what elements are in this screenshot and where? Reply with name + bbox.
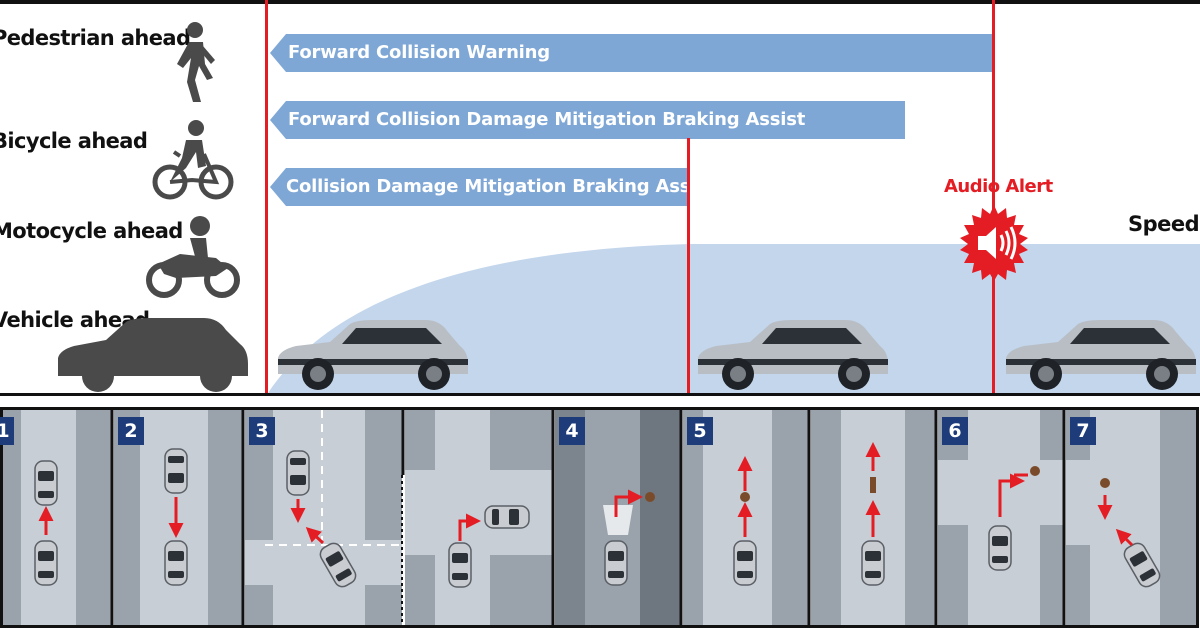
pedestrian-icon: [177, 22, 215, 102]
marker-line-alert: [992, 0, 995, 395]
motorcycle-icon: [146, 216, 240, 298]
arrow-forward-collision-warning: Forward Collision Warning: [270, 34, 993, 72]
timing-diagram: Pedestrian ahead Bicycle ahead Motocycle…: [0, 0, 1200, 396]
arrow-tip: [270, 101, 286, 139]
scenario-number-1: 1: [0, 417, 14, 445]
speed-label: Speed: [1128, 212, 1200, 236]
scenario-panels: [0, 407, 1199, 628]
row-label-motorcycle: Motocycle ahead: [0, 219, 183, 243]
speed-area-chart: [268, 244, 1200, 393]
scenario-number-2: 2: [118, 417, 144, 445]
scenario-panel-2: [114, 410, 242, 625]
arrow-label: Collision Damage Mitigation Braking Assi…: [286, 176, 716, 197]
car-image-1: [278, 320, 468, 390]
scenario-number-3: 3: [249, 417, 275, 445]
row-label-pedestrian: Pedestrian ahead: [0, 26, 191, 50]
row-label-bicycle: Bicycle ahead: [0, 129, 148, 153]
scenario-panel-5b: [811, 410, 935, 625]
arrow-label: Forward Collision Warning: [288, 42, 550, 63]
arrow-collision-damage-mitigation: Collision Damage Mitigation Braking Assi…: [270, 168, 715, 206]
bicycle-icon: [152, 120, 234, 200]
scenario-panel-5: [683, 410, 808, 625]
arrow-tip: [270, 34, 286, 72]
scenario-panel-1: [3, 410, 111, 625]
car-image-2: [698, 320, 888, 390]
scenario-number-5: 5: [687, 417, 713, 445]
top-border: [0, 0, 1200, 4]
speed-curve-area: [268, 244, 1200, 393]
marker-line-start: [265, 0, 268, 395]
scenario-number-6: 6: [942, 417, 968, 445]
audio-alert-label: Audio Alert: [944, 176, 1053, 197]
scenario-panel-7: [1066, 410, 1197, 625]
arrow-forward-collision-damage-mitigation: Forward Collision Damage Mitigation Brak…: [270, 101, 905, 139]
arrow-tip: [270, 168, 286, 206]
arrow-label: Forward Collision Damage Mitigation Brak…: [288, 109, 806, 130]
scenario-number-4: 4: [559, 417, 585, 445]
car-icon: [58, 318, 248, 392]
scenario-panel-3b: [401, 410, 552, 625]
scenario-panel-4: [555, 410, 680, 625]
timeline-baseline: [0, 393, 1200, 396]
scenario-strip: 1 2 3 4 5 6 7: [0, 405, 1200, 628]
car-image-3: [1006, 320, 1196, 390]
scenario-number-7: 7: [1070, 417, 1096, 445]
marker-line-braking: [687, 138, 690, 395]
speaker-icon: [960, 205, 1028, 281]
